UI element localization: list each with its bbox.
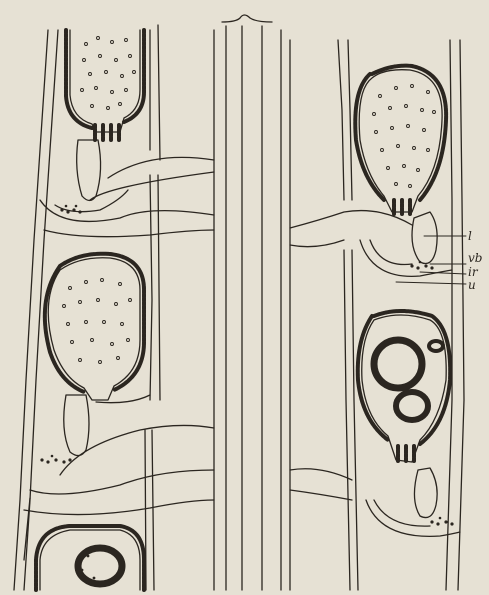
granule-clusters [40, 205, 453, 580]
left-bract-2 [24, 395, 214, 515]
left-middle-sac-cells [45, 254, 144, 392]
left-upper-sac-cells [66, 30, 144, 140]
label-l: l [468, 229, 472, 243]
right-cysts [374, 340, 443, 420]
label-ir: ir [468, 265, 479, 279]
right-upper-sac [359, 70, 442, 264]
label-u: u [468, 278, 476, 292]
label-vb: vb [468, 251, 482, 265]
brace [222, 15, 272, 22]
central-stalk [214, 15, 290, 590]
right-bract-1 [290, 211, 452, 277]
right-upper-sac-cells [355, 66, 446, 214]
left-lower-ring [78, 548, 122, 584]
left-middle-sac [48, 258, 140, 456]
figure-labels: l vb ir u [468, 229, 482, 292]
left-bract-1 [40, 157, 214, 236]
